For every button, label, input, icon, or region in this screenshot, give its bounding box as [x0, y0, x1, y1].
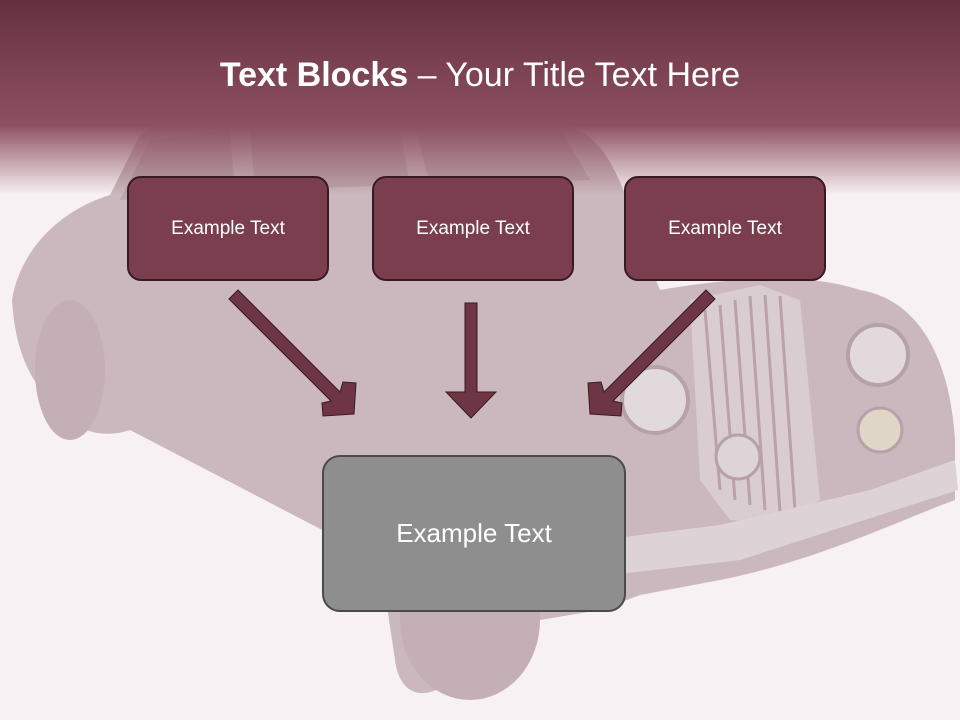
text-block-3[interactable]: Example Text [624, 176, 826, 281]
down-arrow-icon [444, 302, 498, 419]
text-block-1[interactable]: Example Text [127, 176, 329, 281]
title-bold-part: Text Blocks [219, 56, 409, 94]
title-dash: – [408, 56, 446, 94]
down-left-arrow-icon [587, 289, 716, 417]
slide-title: Text Blocks – Your Title Text Here [0, 55, 960, 95]
text-block-2[interactable]: Example Text [372, 176, 574, 281]
down-right-arrow-icon [228, 289, 357, 417]
title-rest: Your Title Text Here [445, 56, 741, 94]
main-text-block[interactable]: Example Text [322, 455, 626, 612]
title-bar [0, 0, 960, 195]
